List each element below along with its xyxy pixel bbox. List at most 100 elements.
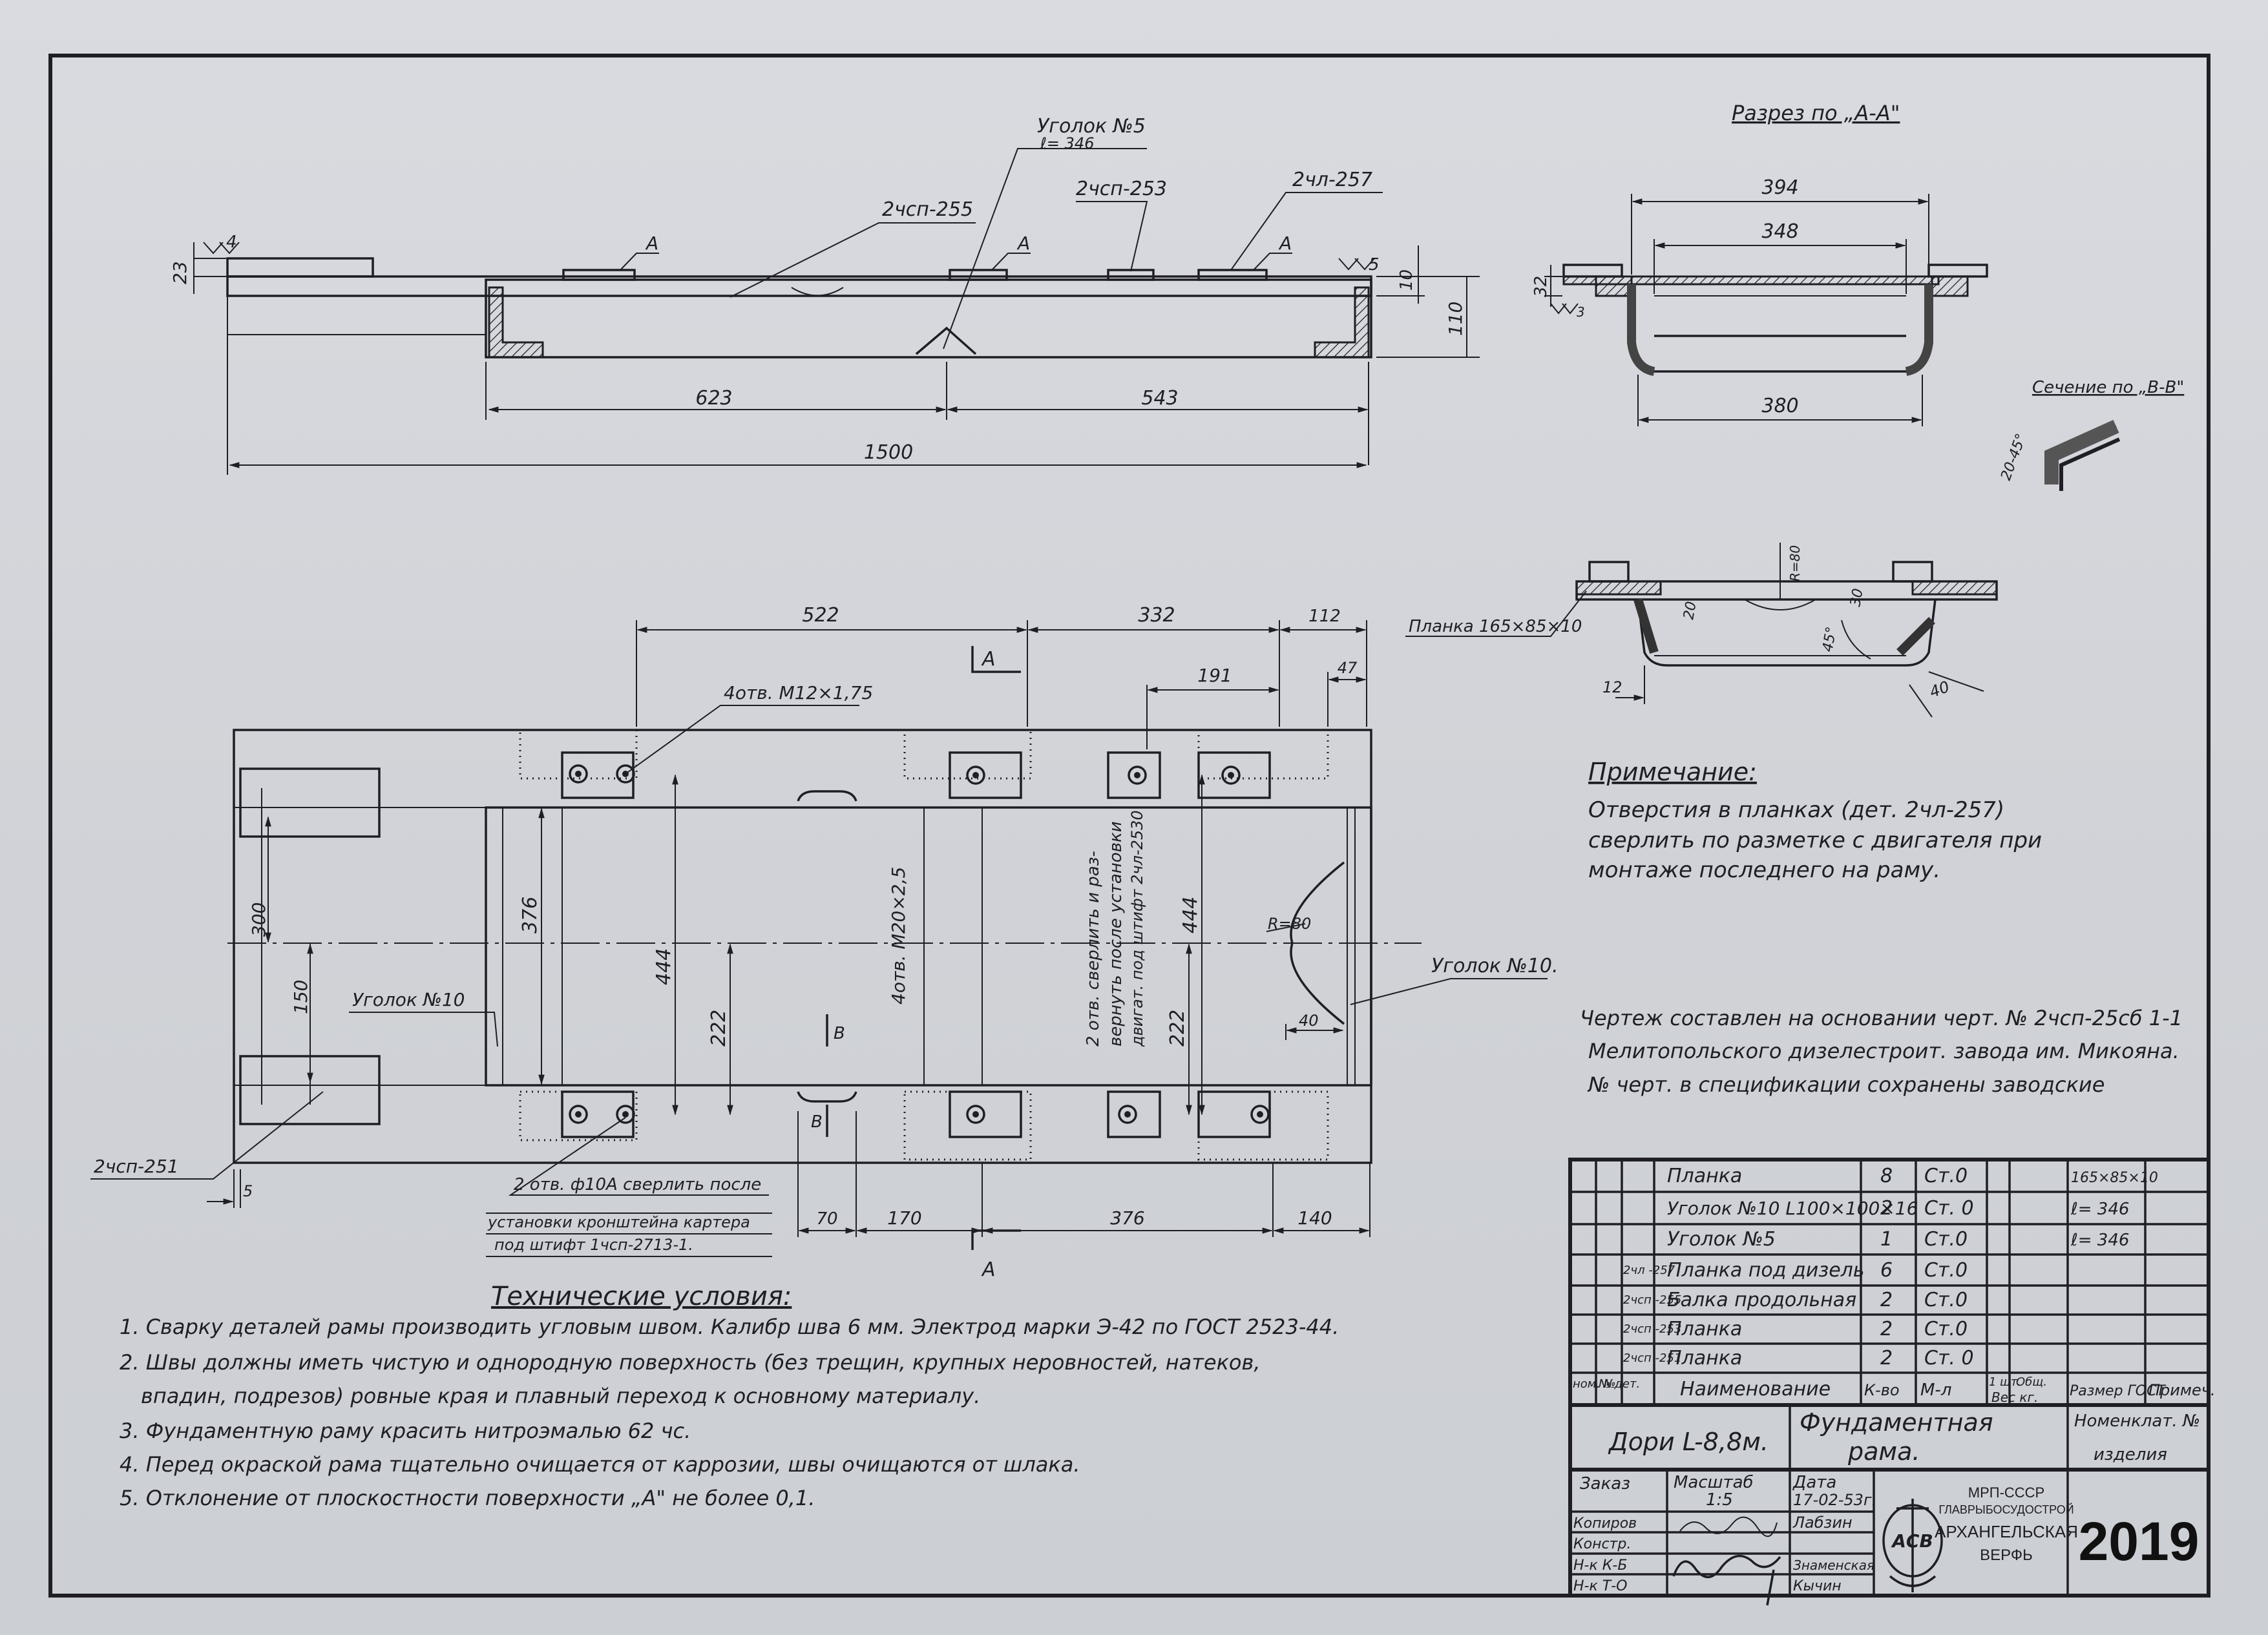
label-251: 2чсп-251 [94, 1156, 179, 1177]
leader-ugolok10-left [349, 1012, 498, 1047]
bom-mat-3: Ст.0 [1924, 1228, 1968, 1251]
aa-plate-left [1562, 264, 1623, 278]
dim-376-h: 376 [1110, 1207, 1144, 1229]
bom-rows: Планка 8 Ст.0 165×85×10 Уголок №10 L100×… [1623, 1165, 2158, 1369]
signature-2 [1672, 1554, 1781, 1606]
det-pad-right [1892, 561, 1933, 583]
tb-org-1: МРП-СССР [1968, 1484, 2044, 1501]
tech-conditions: Технические условия: 1. Сварку деталей р… [120, 1282, 1339, 1510]
plan-notch-bottom [797, 1091, 857, 1103]
section-aa: Разрез по „А-А" 394 348 380 32 3 [1531, 101, 1988, 426]
tb-name-row-3: Знаменская [1793, 1557, 1874, 1573]
det-20: 20 [1681, 600, 1699, 621]
det-web-left [1633, 598, 1659, 654]
tb-role-2: Констр. [1573, 1536, 1631, 1552]
bom-det-7: 2чсп -251 [1623, 1351, 1681, 1365]
bom-mat-1: Ст.0 [1924, 1165, 1968, 1187]
side-plate-3 [1107, 269, 1155, 281]
dim-40-plan: 40 [1299, 1012, 1319, 1030]
side-plate-4 [1197, 269, 1268, 281]
bb-angle [2044, 419, 2119, 484]
note-line-1: Отверстия в планках (дет. 2чл-257) [1588, 797, 2004, 823]
section-b-top: В [834, 1024, 845, 1043]
tech-title: Технические условия: [491, 1282, 792, 1311]
leader-ugolok10-right [1350, 978, 1548, 1005]
label-ugolok10-left: Уголок №10 [352, 989, 465, 1010]
dim-522: 522 [802, 604, 839, 627]
tb-scale: 1:5 [1706, 1490, 1733, 1510]
tech-item-1: 1. Сварку деталей рамы производить углов… [120, 1315, 1339, 1339]
bom-det-4: 2чл -257 [1623, 1264, 1675, 1277]
section-bb-title: Сечение по „В-В" [2032, 378, 2184, 397]
det-web-right [1896, 617, 1935, 656]
tb-role-1: Копиров [1573, 1515, 1637, 1532]
aa-weld-symbol [1550, 303, 1579, 315]
tb-order: Заказ [1580, 1474, 1630, 1494]
side-beam-lower [227, 295, 487, 335]
bom-mat-7: Ст. 0 [1924, 1347, 1974, 1369]
side-plate-2 [949, 269, 1008, 281]
bom-qty-7: 2 [1880, 1347, 1893, 1369]
aa-planka-left [1595, 275, 1633, 297]
bom-qty-4: 6 [1880, 1259, 1893, 1282]
dim-380: 380 [1761, 395, 1798, 417]
leader-m12 [625, 705, 859, 775]
plan-notch-top [797, 790, 857, 802]
bom-table: Планка 8 Ст.0 165×85×10 Уголок №10 L100×… [1568, 1158, 2216, 1606]
tb-scale-label: Масштаб [1674, 1473, 1754, 1492]
dim-10: 10 [1397, 269, 1416, 291]
tb-model: Дори L-8,8м. [1608, 1428, 1769, 1456]
leader-251 [90, 1091, 324, 1180]
aa-left-angle [1627, 284, 1655, 376]
aa-right-angle [1905, 284, 1933, 376]
basis-line-3: № черт. в спецификации сохранены заводск… [1587, 1072, 2105, 1097]
weld-4: 4 [226, 233, 237, 252]
label-holes-note-1: 2 отв. сверлить и раз- [1084, 851, 1103, 1047]
dim-222-a: 222 [708, 1010, 730, 1047]
label-ugolok10-right: Уголок №10. [1431, 955, 1559, 977]
bom-qty-5: 2 [1880, 1289, 1893, 1311]
det-planka-right [1911, 580, 1998, 596]
dim-47: 47 [1338, 659, 1358, 677]
bom-h-det: № дет. [1598, 1377, 1640, 1391]
det-45: 45° [1820, 625, 1840, 653]
tb-itemno-2: изделия [2094, 1445, 2167, 1464]
section-aa-title: Разрез по „А-А" [1732, 101, 1900, 125]
side-body [485, 278, 1372, 359]
tb-role-3: Н-к К-Б [1573, 1557, 1627, 1574]
dim-332: 332 [1138, 604, 1175, 627]
note-line-2: сверлить по разметке с двигателя при [1588, 828, 2042, 853]
plan-body [485, 806, 1372, 1087]
aa-planka-right [1931, 275, 1969, 297]
dim-623: 623 [695, 387, 732, 410]
bom-mat-2: Ст. 0 [1924, 1197, 1974, 1220]
det-12: 12 [1602, 678, 1622, 696]
weld-5: 5 [1369, 255, 1380, 275]
bom-name-1: Планка [1667, 1165, 1742, 1187]
aa-weld-3: 3 [1577, 304, 1585, 320]
mark-A-3-text: А [1278, 233, 1292, 254]
dim-170: 170 [887, 1207, 921, 1229]
bom-h-w1: 1 шт. [1989, 1375, 2021, 1389]
label-pin-2: установки кронштейна картера [487, 1213, 750, 1231]
shipyard-logo: АСВ [1882, 1499, 1943, 1592]
note-block: Примечание: Отверстия в планках (дет. 2ч… [1588, 758, 2042, 883]
sheet-border [48, 54, 2210, 1598]
mount-plate-2 [949, 751, 1022, 799]
tech-item-2b: впадин, подрезов) ровные края и плавный … [141, 1384, 980, 1408]
side-right-angle [1314, 286, 1370, 359]
bom-qty-3: 1 [1880, 1228, 1893, 1251]
section-bb: Сечение по „В-В" 20-45° [1998, 378, 2184, 491]
bom-h-wunit: Вес кг. [1991, 1390, 2038, 1405]
dim-300: 300 [248, 902, 269, 937]
plate-left-top [239, 767, 381, 838]
dim-140: 140 [1297, 1207, 1332, 1229]
mark-A-2-text: А [1016, 233, 1030, 254]
label-253: 2чсп-253 [1076, 178, 1167, 200]
label-holes-note-3: двигат. под штифт 2чл-2530 [1128, 810, 1146, 1047]
dim-23: 23 [169, 261, 191, 284]
bom-qty-6: 2 [1880, 1318, 1893, 1340]
bom-name-3: Уголок №5 [1667, 1228, 1776, 1251]
bom-size-2: ℓ= 346 [2070, 1200, 2129, 1219]
section-a-mark-top [971, 646, 1021, 673]
